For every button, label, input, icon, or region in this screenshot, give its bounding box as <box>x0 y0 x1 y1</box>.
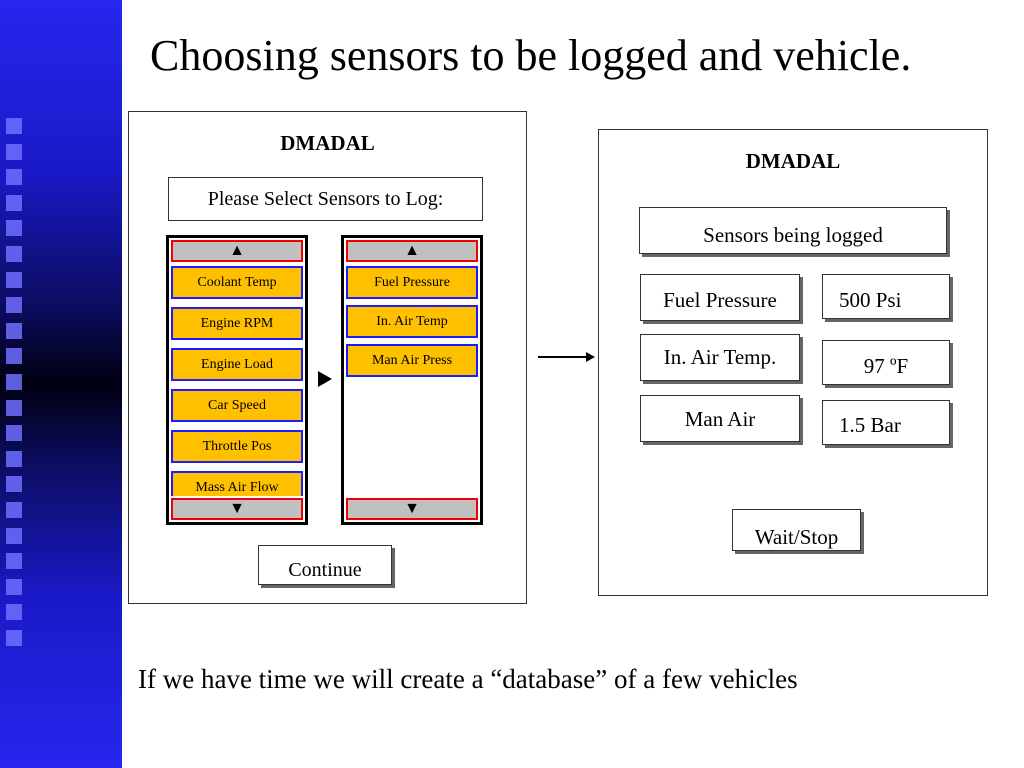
band-square <box>6 501 22 518</box>
slide-title: Choosing sensors to be logged and vehicl… <box>150 31 912 80</box>
band-square <box>6 220 22 237</box>
scroll-up-button[interactable]: ▲ <box>171 240 303 262</box>
flow-arrow-head-icon <box>586 352 595 362</box>
band-square <box>6 143 22 160</box>
decorative-side-band <box>0 0 122 768</box>
arrow-up-icon: ▲ <box>404 242 420 259</box>
band-square <box>6 169 22 186</box>
band-square <box>6 373 22 390</box>
sensor-list-item[interactable]: Engine Load <box>171 348 303 381</box>
sensor-value: 1.5 Bar <box>822 400 950 445</box>
band-square <box>6 271 22 288</box>
scroll-up-button[interactable]: ▲ <box>346 240 478 262</box>
band-square <box>6 118 22 134</box>
band-square <box>6 194 22 211</box>
flow-arrow <box>538 356 590 358</box>
sensor-list-item[interactable]: Coolant Temp <box>171 266 303 299</box>
select-sensors-prompt: Please Select Sensors to Log: <box>168 177 483 221</box>
band-square <box>6 399 22 416</box>
band-square <box>6 604 22 621</box>
band-square <box>6 245 22 262</box>
add-sensor-arrow-icon[interactable] <box>318 371 332 387</box>
band-square <box>6 578 22 595</box>
band-square <box>6 476 22 493</box>
arrow-down-icon: ▼ <box>404 500 420 517</box>
sensor-list-item[interactable]: Mass Air Flow <box>171 471 303 496</box>
sensor-list-item[interactable]: In. Air Temp <box>346 305 478 338</box>
scroll-down-button[interactable]: ▼ <box>346 498 478 520</box>
sensor-list-item[interactable]: Throttle Pos <box>171 430 303 463</box>
band-squares <box>6 118 28 655</box>
sensor-value: 500 Psi <box>822 274 950 319</box>
sensor-selection-screen: DMADAL Please Select Sensors to Log: ▲ C… <box>128 111 527 604</box>
sensor-value: 97 ºF <box>822 340 950 385</box>
band-square <box>6 425 22 442</box>
arrow-up-icon: ▲ <box>229 242 245 259</box>
band-square <box>6 629 22 646</box>
continue-button[interactable]: Continue <box>258 545 392 585</box>
arrow-down-icon: ▼ <box>229 500 245 517</box>
app-title: DMADAL <box>280 131 375 155</box>
scroll-down-button[interactable]: ▼ <box>171 498 303 520</box>
band-square <box>6 348 22 365</box>
band-square <box>6 527 22 544</box>
sensor-name: Fuel Pressure <box>640 274 800 321</box>
band-square <box>6 322 22 339</box>
sensor-list-item[interactable]: Engine RPM <box>171 307 303 340</box>
sensor-list-item[interactable]: Fuel Pressure <box>346 266 478 299</box>
sensors-logged-header: Sensors being logged <box>639 207 947 254</box>
band-square <box>6 450 22 467</box>
sensor-name: Man Air <box>640 395 800 442</box>
wait-stop-button[interactable]: Wait/Stop <box>732 509 861 551</box>
band-square <box>6 297 22 314</box>
slide-caption: If we have time we will create a “databa… <box>138 664 798 694</box>
sensor-name: In. Air Temp. <box>640 334 800 381</box>
sensor-list-item[interactable]: Car Speed <box>171 389 303 422</box>
band-square <box>6 553 22 570</box>
sensor-list-item[interactable]: Man Air Press <box>346 344 478 377</box>
app-title: DMADAL <box>745 149 841 173</box>
logging-screen: DMADAL Sensors being logged Fuel Pressur… <box>598 129 988 596</box>
